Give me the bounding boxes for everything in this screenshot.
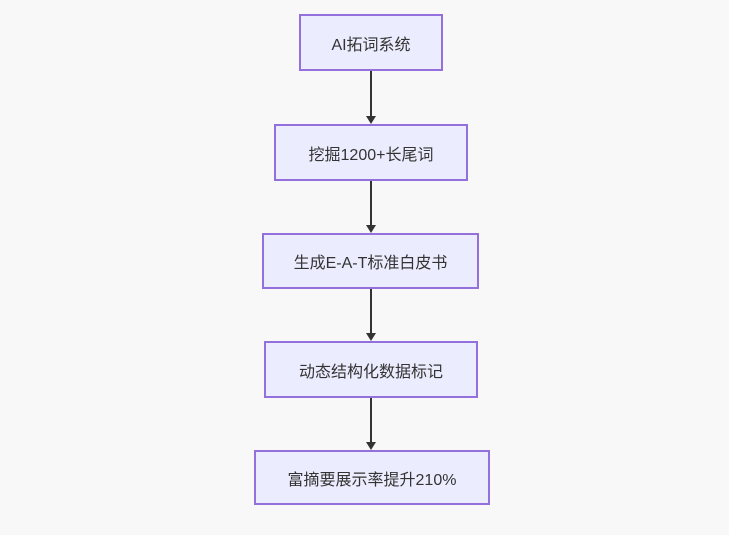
edge-line xyxy=(370,398,372,442)
arrowhead-down-icon xyxy=(366,333,376,341)
flow-node-ai-word-expansion-system: AI拓词系统 xyxy=(299,14,443,71)
edge-arrow-b-c xyxy=(365,181,377,233)
node-label: 富摘要展示率提升210% xyxy=(287,471,457,489)
flow-node-mine-longtail-keywords: 挖掘1200+长尾词 xyxy=(274,124,468,181)
arrowhead-down-icon xyxy=(366,225,376,233)
flow-node-rich-snippet-rate-increase: 富摘要展示率提升210% xyxy=(254,450,490,505)
edge-arrow-a-b xyxy=(365,71,377,124)
edge-line xyxy=(370,71,372,116)
flow-node-dynamic-structured-data-markup: 动态结构化数据标记 xyxy=(264,341,478,398)
arrowhead-down-icon xyxy=(366,116,376,124)
edge-line xyxy=(370,289,372,333)
flow-node-generate-eat-whitepaper: 生成E-A-T标准白皮书 xyxy=(262,233,479,289)
edge-line xyxy=(370,181,372,225)
edge-arrow-c-d xyxy=(365,289,377,341)
node-label: AI拓词系统 xyxy=(331,36,411,54)
node-label: 挖掘1200+长尾词 xyxy=(308,146,434,164)
arrowhead-down-icon xyxy=(366,442,376,450)
edge-arrow-d-e xyxy=(365,398,377,450)
node-label: 生成E-A-T标准白皮书 xyxy=(293,255,448,272)
node-label: 动态结构化数据标记 xyxy=(298,363,443,381)
